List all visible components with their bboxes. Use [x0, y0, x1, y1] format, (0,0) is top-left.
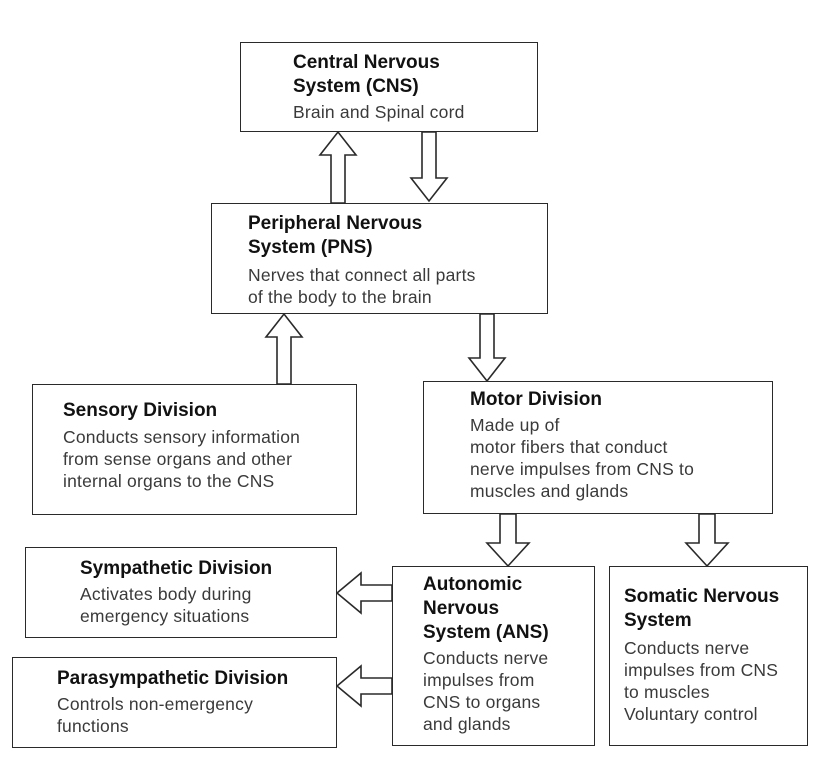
motor-division-title: Motor Division [470, 389, 602, 410]
arrow-sensory-to-pns [264, 312, 304, 385]
pns-title: Peripheral Nervous System (PNS) [248, 213, 423, 258]
arrow-pns-to-motor [467, 313, 507, 383]
sympathetic-division-description: Activates body during emergency situatio… [80, 584, 252, 626]
sympathetic-division-box: Sympathetic Division Activates body duri… [25, 547, 337, 638]
sensory-division-description: Conducts sensory information from sense … [63, 427, 301, 491]
ans-box: Autonomic Nervous System (ANS) Conducts … [392, 566, 595, 746]
parasympathetic-division-description: Controls non-emergency functions [57, 694, 254, 736]
somatic-nervous-system-title: Somatic Nervous System [624, 586, 780, 631]
pns-box: Peripheral Nervous System (PNS) Nerves t… [211, 203, 548, 314]
parasympathetic-division-box: Parasympathetic Division Controls non-em… [12, 657, 337, 748]
sympathetic-division-title: Sympathetic Division [80, 558, 273, 579]
parasympathetic-division-title: Parasympathetic Division [57, 668, 289, 689]
pns-description: Nerves that connect all parts of the bod… [248, 265, 476, 307]
cns-box: Central Nervous System (CNS) Brain and S… [240, 42, 538, 132]
arrow-motor-to-ans [485, 513, 531, 568]
ans-description: Conducts nerve impulses from CNS to orga… [423, 648, 549, 734]
cns-description: Brain and Spinal cord [293, 102, 465, 122]
somatic-nervous-system-description: Conducts nerve impulses from CNS to musc… [624, 638, 779, 724]
sensory-division-title: Sensory Division [63, 400, 218, 421]
sensory-division-box: Sensory Division Conducts sensory inform… [32, 384, 357, 515]
arrow-cns-to-pns [409, 131, 449, 203]
motor-division-description: Made up of motor fibers that conduct ner… [470, 415, 695, 501]
cns-title: Central Nervous System (CNS) [293, 52, 440, 97]
arrow-ans-to-parasympathetic [335, 664, 393, 708]
arrow-pns-to-cns [318, 130, 358, 204]
arrow-ans-to-sympathetic [335, 571, 393, 615]
arrow-motor-to-somatic [684, 513, 730, 568]
somatic-nervous-system-box: Somatic Nervous System Conducts nerve im… [609, 566, 808, 746]
motor-division-box: Motor Division Made up of motor fibers t… [423, 381, 773, 514]
ans-title: Autonomic Nervous System (ANS) [423, 574, 549, 643]
